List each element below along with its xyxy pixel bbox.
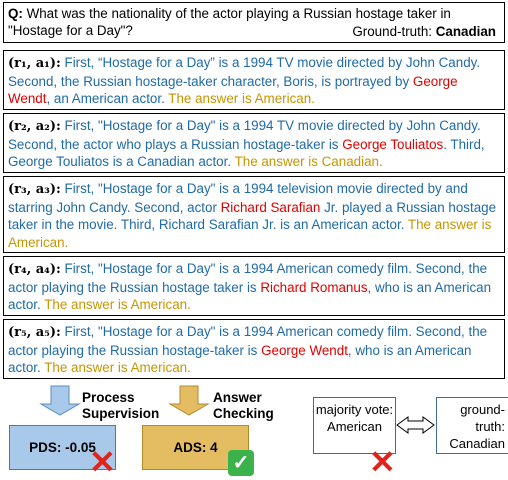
vote-wrong-x-icon: ✕: [369, 444, 396, 480]
question-label: Q:: [8, 6, 23, 21]
rationale-4-name: Richard Romanus: [260, 279, 368, 295]
ground-truth-label: Ground-truth:: [352, 24, 436, 39]
rationale-1-label: (r₁, a₁):: [8, 56, 61, 71]
wrong-x-icon: ✕: [89, 444, 116, 480]
majority-vote-text: majority vote: American: [315, 402, 394, 434]
rationale-1-text: First, “Hostage for a Day” is a 1994 TV …: [8, 55, 481, 89]
rationale-1-answer: The answer is American.: [168, 91, 315, 106]
answer-arrow-icon: [168, 385, 210, 416]
rationale-5-name: George Wendt: [261, 342, 348, 358]
majority-vote-box: majority vote: American: [313, 397, 396, 454]
rationale-3-name: Richard Sarafian: [220, 199, 321, 215]
rationale-2-label: (r₂, a₂):: [8, 119, 61, 134]
rationale-3: (r₃, a₃): First, "Hostage for a Day" is …: [3, 176, 505, 253]
rationale-2-text: First, "Hostage for a Day" is a 1994 TV …: [8, 118, 481, 152]
ground-truth-value: Canadian: [435, 24, 496, 39]
rationale-5-text: First, "Hostage for a Day" is a 1994 Ame…: [8, 324, 488, 358]
pds-value: PDS: -0.05: [29, 440, 96, 455]
process-arrow-icon: [39, 385, 81, 416]
rationale-3-answer: The answer is American.: [8, 217, 492, 250]
ground-truth-text: ground-truth: Canadian: [449, 402, 505, 451]
pds-box: PDS: -0.05: [9, 425, 116, 470]
rationale-4-text2: , who is an American actor.: [8, 279, 492, 313]
ground-truth-box: ground-truth: Canadian: [436, 397, 508, 454]
rationale-3-text2: Jr. played a Russian hostage taker in th…: [8, 199, 497, 233]
rationale-5-answer: The answer is American.: [44, 360, 191, 375]
answer-checking-label: Answer Checking: [213, 390, 274, 421]
ads-value: ADS: 4: [173, 440, 218, 455]
rationale-5-text2: , who is an American actor.: [8, 342, 472, 376]
rationale-1-text2: , an American actor.: [46, 91, 169, 106]
rationale-5: (r₅, a₅): First, "Hostage for a Day" is …: [3, 319, 505, 379]
ground-truth: Ground-truth: Canadian: [352, 23, 496, 40]
question-text: What was the nationality of the actor pl…: [8, 6, 451, 38]
double-arrow-icon: [396, 416, 435, 434]
rationale-2: (r₂, a₂): First, "Hostage for a Day" is …: [3, 113, 505, 173]
rationale-5-label: (r₅, a₅):: [8, 325, 61, 340]
question-box: Q: What was the nationality of the actor…: [3, 2, 505, 43]
rationale-4: (r₄, a₄): First, "Hostage for a Day" is …: [3, 256, 505, 316]
rationale-4-label: (r₄, a₄):: [8, 262, 61, 277]
rationale-1-name: George Wendt: [8, 73, 458, 107]
rationale-4-text: First, "Hostage for a Day" is a 1994 Ame…: [8, 261, 488, 295]
check-icon: ✓: [228, 450, 254, 476]
rationale-3-text: First, "Hostage for a Day" is a 1994 tel…: [8, 181, 468, 215]
rationale-2-name: George Touliatos: [342, 136, 444, 152]
process-supervision-label: Process Supervision: [82, 390, 160, 421]
rationale-2-answer: The answer is Canadian.: [234, 154, 383, 169]
rationale-2-text2: . Third, George Touliatos is a Canadian …: [8, 136, 485, 170]
rationale-3-label: (r₃, a₃):: [8, 182, 61, 197]
rationale-1: (r₁, a₁): First, “Hostage for a Day” is …: [3, 50, 505, 110]
rationale-4-answer: The answer is American.: [44, 297, 191, 312]
